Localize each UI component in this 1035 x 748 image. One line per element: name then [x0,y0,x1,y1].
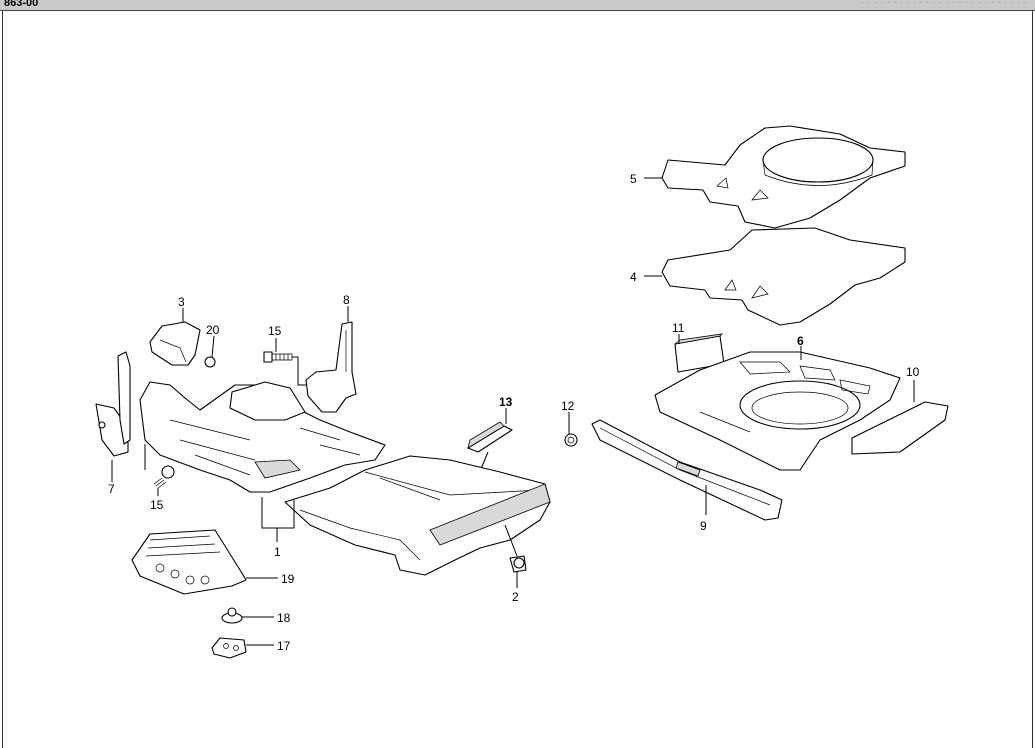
part-17-clip-base[interactable] [211,637,274,659]
label-part-9: 9 [700,519,707,533]
label-part-12: 12 [561,399,575,413]
page-code: 863-00 [4,0,39,9]
label-part-1: 1 [274,545,281,559]
label-part-8: 8 [343,293,350,307]
label-part-17: 17 [277,639,291,653]
part-6-trunk-floor[interactable] [654,346,901,471]
part-10-side-pad[interactable] [851,380,949,455]
label-part-18: 18 [277,611,291,625]
label-part-4: 4 [630,270,637,284]
label-part-6: 6 [797,334,804,348]
part-18-clip[interactable] [221,607,274,624]
label-part-15-lower: 15 [150,498,164,512]
part-9-side-rail[interactable] [591,419,783,521]
part-7-side-trim[interactable] [95,351,131,482]
diagram-frame [2,11,1033,748]
header-bar: 863-00 · · · · · · · · · · · · · · · · ·… [0,0,1035,11]
part-15-screw-upper[interactable] [263,338,306,386]
label-part-13: 13 [499,395,513,409]
header-faint-text: · · · · · · · · · · · · · · · · · · · · … [861,0,1027,7]
part-15-screw-lower[interactable] [144,444,175,496]
part-1-floor-carpet-front[interactable] [139,381,386,493]
label-part-3: 3 [178,295,185,309]
label-part-20: 20 [206,323,220,337]
label-part-7: 7 [108,482,115,496]
part-1-leader [261,497,295,542]
label-part-11: 11 [672,321,685,335]
label-part-2: 2 [512,590,519,604]
part-19-heel-plate[interactable] [131,529,278,595]
label-part-5: 5 [630,172,637,186]
part-3-trim-cover[interactable] [149,308,201,366]
part-5-trunk-mat-upper[interactable] [644,125,906,229]
label-part-10: 10 [906,365,920,379]
label-part-19: 19 [281,572,295,586]
part-8-pillar-trim[interactable] [305,306,357,413]
part-4-trunk-mat-lower[interactable] [644,227,906,326]
part-2-plug[interactable] [504,524,527,588]
part-12-plug[interactable] [564,412,578,447]
part-20-plug[interactable] [204,335,216,368]
label-part-15-upper: 15 [268,324,282,338]
part-1-floor-carpet-rear[interactable] [284,455,551,576]
